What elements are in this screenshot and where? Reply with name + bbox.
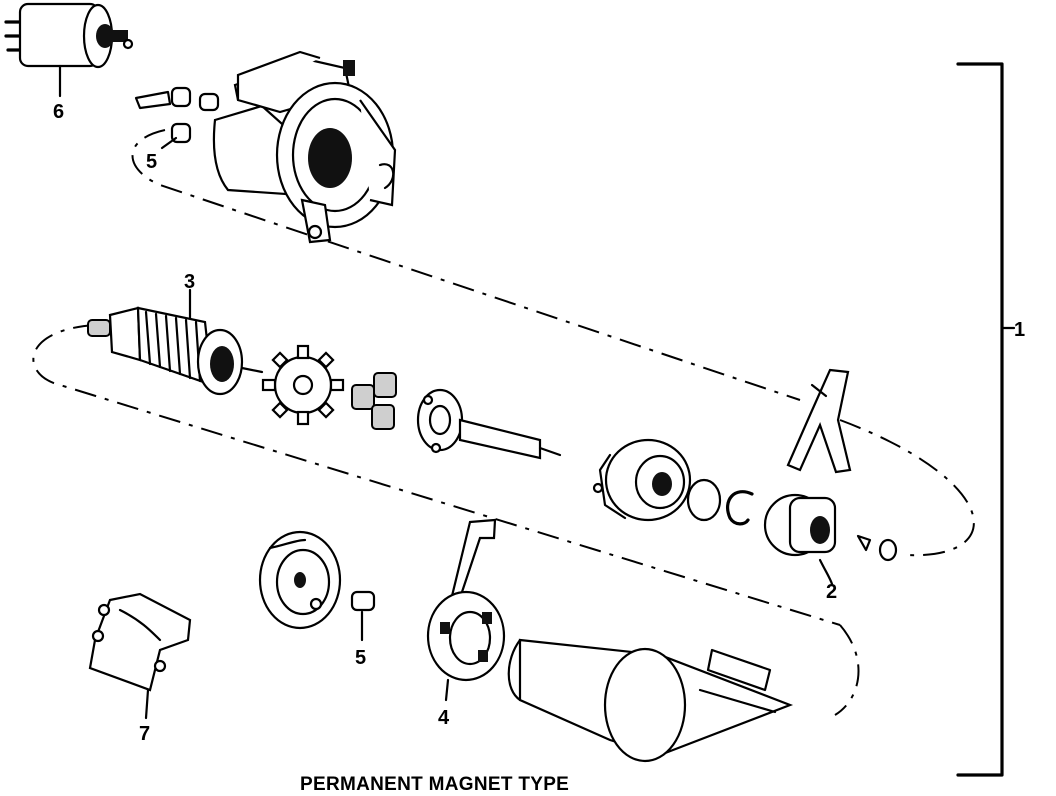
armature <box>87 288 264 396</box>
planet-gears <box>351 372 397 430</box>
contact-pins <box>134 86 220 150</box>
brush-plate <box>426 518 506 702</box>
callout-armature: 3 <box>184 271 195 293</box>
starter-housing <box>212 50 397 244</box>
callout-bushing-upper: 5 <box>146 151 157 173</box>
callout-assembly: 1 <box>1014 319 1025 341</box>
shift-fork <box>786 368 852 474</box>
callout-solenoid: 6 <box>53 101 64 123</box>
callout-brush-plate: 4 <box>438 707 450 729</box>
solenoid <box>4 2 134 98</box>
end-cap <box>258 530 342 630</box>
assembly-dash-lines <box>32 129 975 716</box>
drive-end-housing <box>592 438 692 522</box>
callout-bushing-lower: 5 <box>355 647 366 669</box>
diagram-caption: PERMANENT MAGNET TYPE <box>300 774 570 795</box>
retaining-rings <box>686 478 754 526</box>
drive-assembly <box>763 493 898 586</box>
bushing-lower <box>350 590 376 642</box>
output-shaft <box>416 388 562 460</box>
assembly-bracket <box>956 62 1016 777</box>
field-frame <box>507 638 794 763</box>
gear-plate <box>261 344 345 426</box>
callout-bracket: 7 <box>139 723 150 745</box>
mounting-bracket <box>88 592 192 720</box>
callout-drive: 2 <box>826 581 837 603</box>
